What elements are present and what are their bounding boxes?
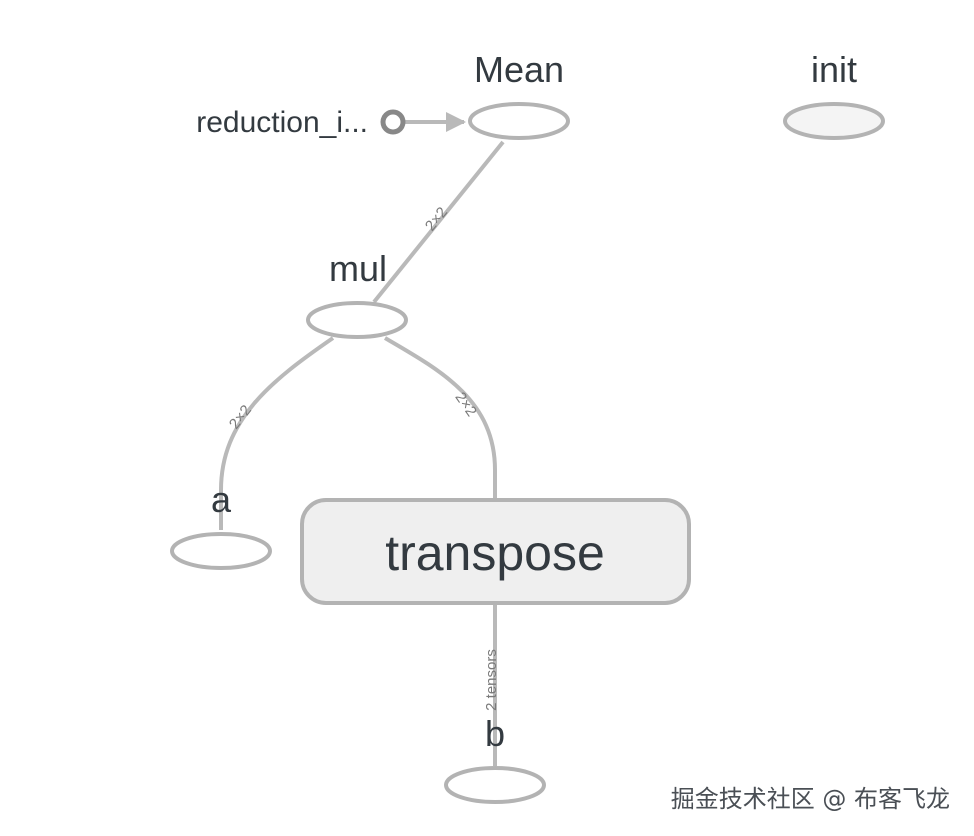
node-init-label: init (811, 49, 857, 90)
node-mul-label: mul (329, 248, 387, 289)
edge-mul-to-mean (372, 140, 505, 304)
node-transpose-label: transpose (385, 525, 605, 581)
node-mul-shape[interactable] (306, 301, 408, 339)
node-b-shape[interactable] (444, 766, 546, 804)
node-mul[interactable]: mul (306, 248, 408, 339)
constant-node-icon[interactable] (380, 109, 406, 135)
edge-a-to-mul (219, 336, 335, 530)
node-init[interactable]: init (783, 49, 885, 140)
edge-label-mul-to-mean: 2×2 (422, 204, 451, 234)
node-init-shape[interactable] (783, 102, 885, 140)
node-a[interactable]: a (170, 479, 272, 570)
node-mean-shape[interactable] (468, 102, 570, 140)
edge-label-transpose-to-mul: 2×2 (451, 389, 480, 420)
node-mean[interactable]: Mean (468, 49, 570, 140)
node-b-label: b (485, 713, 505, 754)
node-a-label: a (211, 479, 232, 520)
node-transpose-shape[interactable] (300, 498, 691, 605)
edge-transpose-to-mul (383, 336, 497, 498)
node-transpose-group[interactable]: transpose (300, 498, 691, 605)
node-reduction-indices-label: reduction_i... (196, 106, 368, 139)
watermark-text: 掘金技术社区 @ 布客飞龙 (671, 785, 950, 813)
node-a-shape[interactable] (170, 532, 272, 570)
edge-label-b-to-transpose: 2 tensors (483, 649, 500, 711)
node-b[interactable]: b (444, 713, 546, 804)
node-mean-label: Mean (474, 49, 564, 90)
node-reduction-indices[interactable]: reduction_i... (196, 106, 406, 139)
